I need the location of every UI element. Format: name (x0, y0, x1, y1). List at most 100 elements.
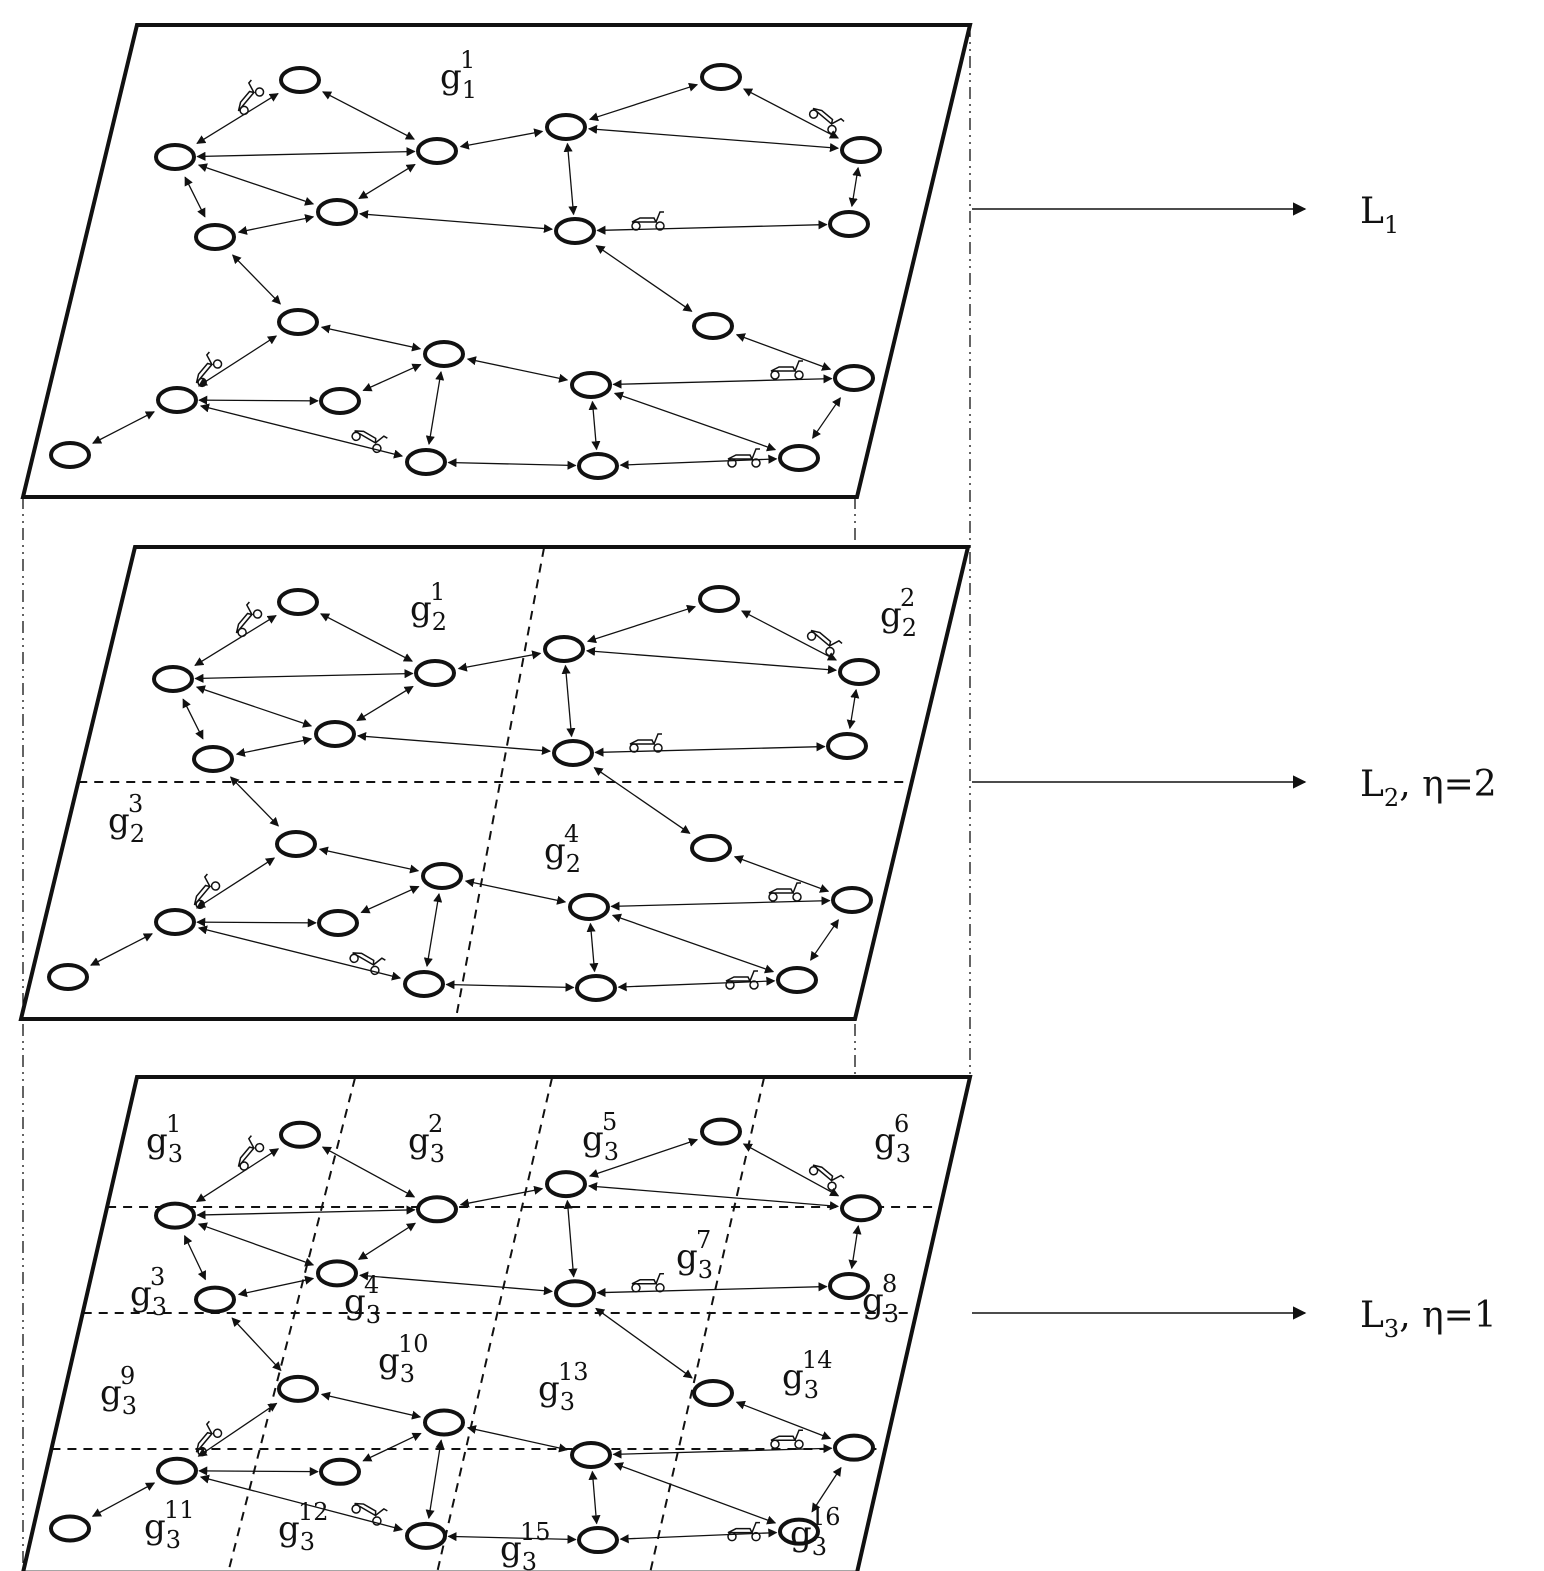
station-node (275, 830, 317, 858)
link-edge (595, 245, 693, 312)
station-node (545, 113, 587, 141)
layer-label: L2, η=2 (1360, 764, 1497, 812)
station-node (154, 908, 196, 936)
layer-1: g11 (20, 23, 973, 499)
station-node (405, 448, 447, 476)
link-edge (459, 1185, 544, 1208)
link-edge (197, 1222, 315, 1267)
scooter-icon (806, 629, 843, 657)
grid-divider-vertical (436, 1077, 553, 1571)
grid-cell-label: g3 (874, 1121, 911, 1168)
station-node (552, 739, 594, 767)
grid-cell-label: g3 (146, 1121, 183, 1168)
station-node (423, 1408, 465, 1437)
link-edge (613, 1462, 777, 1525)
link-edge (196, 1205, 416, 1220)
station-node (316, 1259, 358, 1288)
link-edge (464, 878, 567, 905)
grid-cell-label: g3 (538, 1369, 575, 1416)
link-edge (198, 395, 319, 406)
link-edge (356, 685, 414, 722)
station-node (543, 635, 585, 663)
scooter-icon (235, 601, 263, 638)
scooter-icon (351, 430, 388, 454)
scooter-icon (351, 1502, 388, 1526)
station-node (828, 1271, 870, 1300)
station-node (277, 308, 319, 336)
grid-cell-label: g3 (582, 1119, 619, 1166)
link-edge (195, 857, 276, 909)
link-edge (425, 370, 445, 446)
station-node (570, 1441, 612, 1469)
link-edge (612, 374, 833, 389)
link-edge (194, 669, 414, 683)
link-edge (447, 1532, 577, 1544)
grid-cell-index: 12 (298, 1498, 329, 1526)
link-edge (90, 933, 153, 966)
grid-cell-index: 15 (520, 1518, 551, 1546)
station-node (554, 217, 596, 245)
grid-cell-index: 3 (150, 1263, 165, 1291)
link-edge (735, 1400, 832, 1440)
station-node (698, 585, 740, 613)
link-edge (322, 91, 415, 140)
link-edge (195, 685, 313, 728)
link-edge (230, 776, 279, 827)
grid-cell-label: g3 (344, 1282, 381, 1329)
scooter-icon (237, 1135, 265, 1171)
link-edge (563, 1199, 578, 1278)
scooter-icon (631, 211, 665, 231)
scooter-icon (808, 1164, 845, 1191)
scooter-icon (808, 107, 845, 135)
scooter-icon (770, 1429, 804, 1449)
grid-cell-label: g2 (544, 831, 581, 878)
station-node (192, 745, 234, 773)
link-edge (358, 163, 416, 200)
station-node (156, 386, 198, 414)
link-edge (184, 1234, 206, 1281)
station-node (47, 963, 89, 991)
station-node (833, 364, 875, 392)
link-edge (199, 1474, 404, 1532)
scooter-icon (195, 351, 223, 388)
grid-cell-label: g3 (100, 1373, 137, 1420)
link-edge (563, 142, 578, 216)
link-edge (619, 454, 778, 470)
station-node (319, 1457, 361, 1486)
link-edge (184, 176, 206, 218)
link-edge (197, 335, 278, 387)
link-edge (447, 458, 577, 470)
station-node (568, 893, 610, 921)
link-edge (358, 1222, 416, 1260)
station-node (840, 136, 882, 164)
station-node (414, 659, 456, 687)
station-node (831, 886, 873, 914)
station-node (421, 862, 463, 890)
link-edge (359, 1271, 553, 1296)
station-node (692, 1379, 734, 1408)
station-node (577, 452, 619, 480)
grid-cell-label: g3 (790, 1514, 827, 1561)
link-edge (425, 1439, 445, 1519)
grid-cell-index: 8 (882, 1270, 897, 1298)
grid-cell-index: 7 (696, 1226, 711, 1254)
grid-cell-label: g2 (410, 589, 447, 636)
station-node (423, 340, 465, 368)
station-node (316, 198, 358, 226)
link-edge (610, 896, 831, 911)
link-edge (199, 403, 404, 459)
station-node (156, 1456, 198, 1485)
link-edge (466, 356, 569, 383)
station-node (279, 66, 321, 94)
link-edge (846, 688, 860, 730)
station-node (319, 387, 361, 415)
scooter-icon (631, 1273, 665, 1293)
link-edge (612, 1443, 833, 1459)
link-edge (197, 925, 402, 981)
link-edge (585, 646, 838, 675)
link-edge (423, 892, 443, 968)
link-edge (588, 1137, 699, 1178)
link-edge (195, 1148, 280, 1203)
